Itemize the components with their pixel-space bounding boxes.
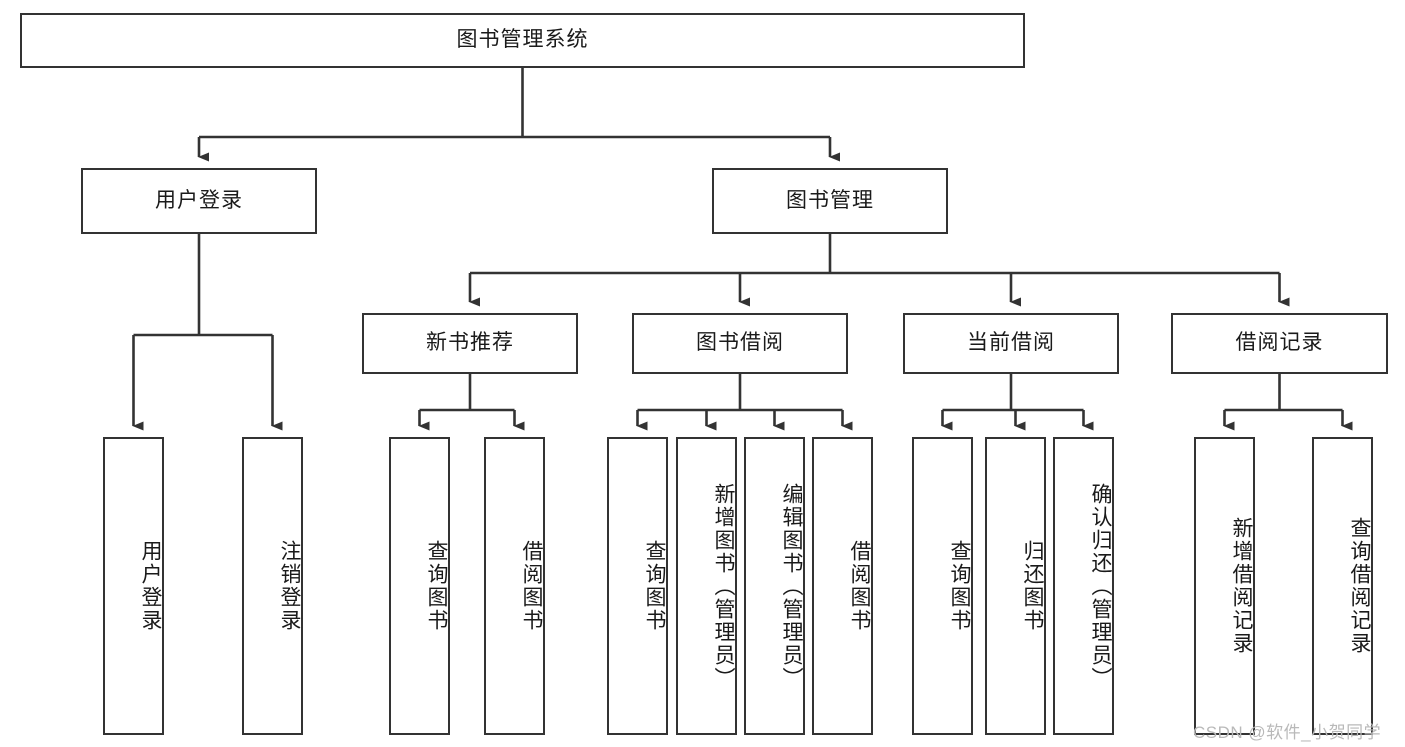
node-book-borrow[interactable]: 图书借阅	[632, 313, 848, 374]
node-new-book-rec[interactable]: 新书推荐	[362, 313, 578, 374]
node-leaf-user-login[interactable]: 用户登录	[103, 437, 164, 735]
node-leaf-confirm-return[interactable]: 确认归还（管理员）	[1053, 437, 1114, 735]
node-label: 查询图书	[425, 540, 448, 632]
node-label: 借阅图书	[520, 540, 543, 632]
node-borrow-record[interactable]: 借阅记录	[1171, 313, 1388, 374]
node-label: 图书借阅	[696, 331, 784, 355]
node-label: 用户登录	[139, 540, 162, 632]
node-leaf-add-record[interactable]: 新增借阅记录	[1194, 437, 1255, 735]
node-label: 新增图书（管理员）	[712, 482, 735, 690]
node-label: 注销登录	[278, 540, 301, 632]
node-label: 图书管理系统	[456, 28, 589, 52]
node-label: 图书管理	[786, 188, 874, 212]
node-leaf-query-book-1[interactable]: 查询图书	[389, 437, 450, 735]
node-label: 查询图书	[643, 540, 666, 632]
node-label: 借阅图书	[848, 540, 871, 632]
node-leaf-edit-book[interactable]: 编辑图书（管理员）	[744, 437, 805, 735]
node-label: 新书推荐	[426, 331, 514, 355]
node-label: 查询借阅记录	[1348, 517, 1371, 655]
node-leaf-return-book[interactable]: 归还图书	[985, 437, 1046, 735]
node-label: 确认归还（管理员）	[1089, 482, 1112, 690]
node-label: 新增借阅记录	[1230, 517, 1253, 655]
node-label: 编辑图书（管理员）	[780, 482, 803, 690]
node-label: 归还图书	[1021, 540, 1044, 632]
node-leaf-query-book-3[interactable]: 查询图书	[912, 437, 973, 735]
node-book-manage[interactable]: 图书管理	[712, 168, 948, 234]
node-label: 当前借阅	[967, 331, 1055, 355]
node-user-login[interactable]: 用户登录	[81, 168, 317, 234]
node-leaf-borrow-book-2[interactable]: 借阅图书	[812, 437, 873, 735]
csdn-watermark: CSDN @软件_小贺同学	[1193, 723, 1382, 742]
node-current-borrow[interactable]: 当前借阅	[903, 313, 1119, 374]
node-leaf-query-book-2[interactable]: 查询图书	[607, 437, 668, 735]
node-leaf-query-record[interactable]: 查询借阅记录	[1312, 437, 1373, 735]
node-leaf-user-logout[interactable]: 注销登录	[242, 437, 303, 735]
node-leaf-add-book[interactable]: 新增图书（管理员）	[676, 437, 737, 735]
node-leaf-borrow-book-1[interactable]: 借阅图书	[484, 437, 545, 735]
node-label: 借阅记录	[1235, 331, 1324, 355]
node-label: 查询图书	[948, 540, 971, 632]
node-label: 用户登录	[155, 188, 243, 212]
node-root[interactable]: 图书管理系统	[20, 13, 1025, 68]
